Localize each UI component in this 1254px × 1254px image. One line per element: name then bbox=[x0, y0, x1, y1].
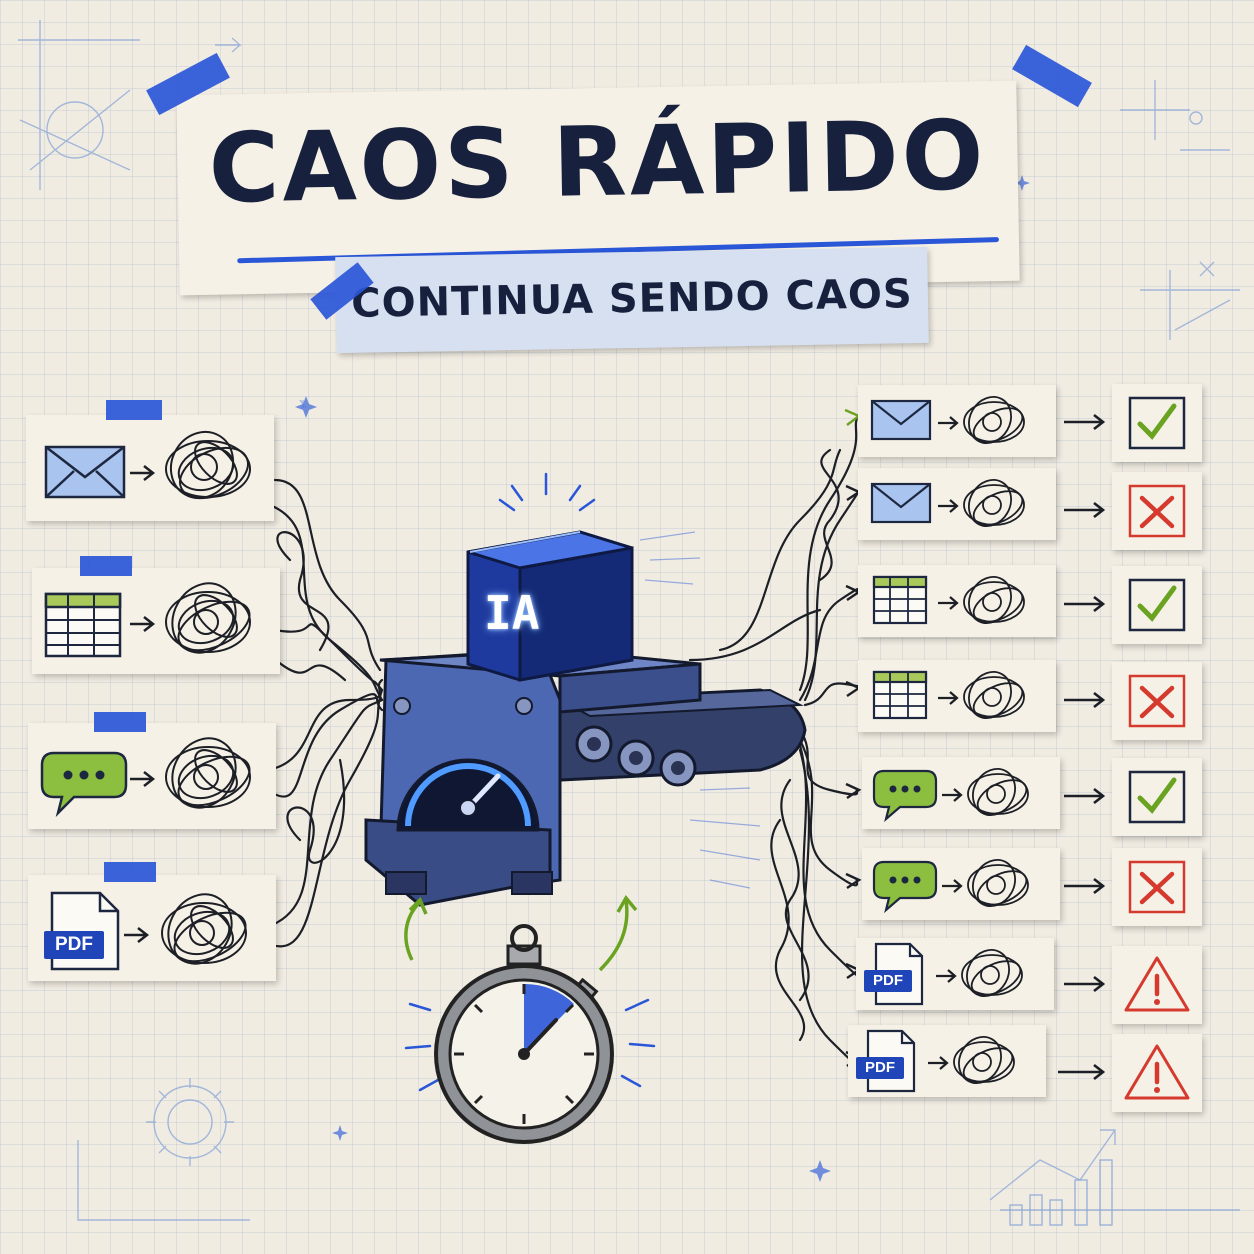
warning-icon bbox=[1124, 956, 1190, 1012]
pdf-badge: PDF bbox=[856, 1057, 904, 1079]
chat-bubble-icon bbox=[40, 751, 128, 818]
ia-label: IA bbox=[484, 586, 540, 640]
result-card-7 bbox=[1112, 946, 1202, 1024]
cross-icon bbox=[1128, 674, 1186, 728]
input-tape-3 bbox=[94, 712, 146, 732]
input-card-chat bbox=[28, 723, 276, 829]
envelope-icon bbox=[870, 399, 932, 441]
ia-cube bbox=[466, 530, 634, 682]
output-card-chat-2 bbox=[862, 848, 1060, 920]
result-card-1 bbox=[1112, 384, 1202, 462]
spreadsheet-icon bbox=[872, 670, 928, 720]
envelope-icon bbox=[870, 482, 932, 524]
result-card-2 bbox=[1112, 472, 1202, 550]
scribble-icon bbox=[963, 671, 1025, 719]
output-card-email-1 bbox=[858, 385, 1056, 457]
spreadsheet-icon bbox=[872, 575, 928, 625]
output-card-chat-1 bbox=[862, 757, 1060, 829]
arrow-icon bbox=[936, 969, 957, 983]
chat-bubble-icon bbox=[872, 860, 938, 914]
arrow-icon bbox=[938, 499, 959, 513]
speedometer-icon bbox=[396, 758, 540, 832]
scribble-icon bbox=[165, 582, 251, 654]
arrow-icon bbox=[942, 879, 963, 893]
scribble-icon bbox=[165, 737, 251, 809]
arrow-icon bbox=[130, 771, 156, 787]
cross-icon bbox=[1128, 860, 1186, 914]
check-icon bbox=[1128, 578, 1186, 632]
input-card-pdf: PDF bbox=[28, 875, 276, 981]
sparkle-lines bbox=[498, 472, 596, 512]
check-icon bbox=[1128, 396, 1186, 450]
scribble-icon bbox=[967, 768, 1029, 816]
cross-icon bbox=[1128, 484, 1186, 538]
result-card-5 bbox=[1112, 758, 1202, 836]
arrow-icon bbox=[938, 691, 959, 705]
input-tape-4 bbox=[104, 862, 156, 882]
spreadsheet-icon bbox=[44, 592, 122, 658]
pdf-badge: PDF bbox=[864, 970, 912, 992]
scribble-icon bbox=[963, 479, 1025, 527]
result-card-6 bbox=[1112, 848, 1202, 926]
input-tape-2 bbox=[80, 556, 132, 576]
arrow-icon bbox=[942, 788, 963, 802]
pdf-badge: PDF bbox=[44, 931, 104, 959]
warning-icon bbox=[1124, 1044, 1190, 1100]
envelope-icon bbox=[44, 445, 126, 499]
scribble-icon bbox=[953, 1036, 1015, 1084]
scribble-icon bbox=[165, 430, 251, 500]
arrow-icon bbox=[938, 596, 959, 610]
input-tape-1 bbox=[106, 400, 162, 420]
output-card-spreadsheet-1 bbox=[858, 565, 1056, 637]
arrow-icon bbox=[124, 927, 150, 943]
check-icon bbox=[1128, 770, 1186, 824]
output-card-email-2 bbox=[858, 468, 1056, 540]
output-card-spreadsheet-2 bbox=[858, 660, 1056, 732]
scribble-icon bbox=[961, 949, 1023, 997]
input-card-email bbox=[26, 415, 274, 521]
scribble-icon bbox=[161, 893, 247, 965]
output-card-pdf-1: PDF bbox=[856, 938, 1054, 1010]
scribble-icon bbox=[963, 396, 1025, 444]
result-card-4 bbox=[1112, 662, 1202, 740]
chat-bubble-icon bbox=[872, 769, 938, 823]
output-card-pdf-2: PDF bbox=[848, 1025, 1046, 1097]
arrow-icon bbox=[928, 1056, 949, 1070]
result-card-3 bbox=[1112, 566, 1202, 644]
scribble-icon bbox=[963, 576, 1025, 624]
input-card-spreadsheet bbox=[32, 568, 280, 674]
result-card-8 bbox=[1112, 1034, 1202, 1112]
scribble-icon bbox=[967, 859, 1029, 907]
arrow-icon bbox=[130, 616, 156, 632]
arrow-icon bbox=[130, 465, 156, 481]
arrow-icon bbox=[938, 416, 959, 430]
